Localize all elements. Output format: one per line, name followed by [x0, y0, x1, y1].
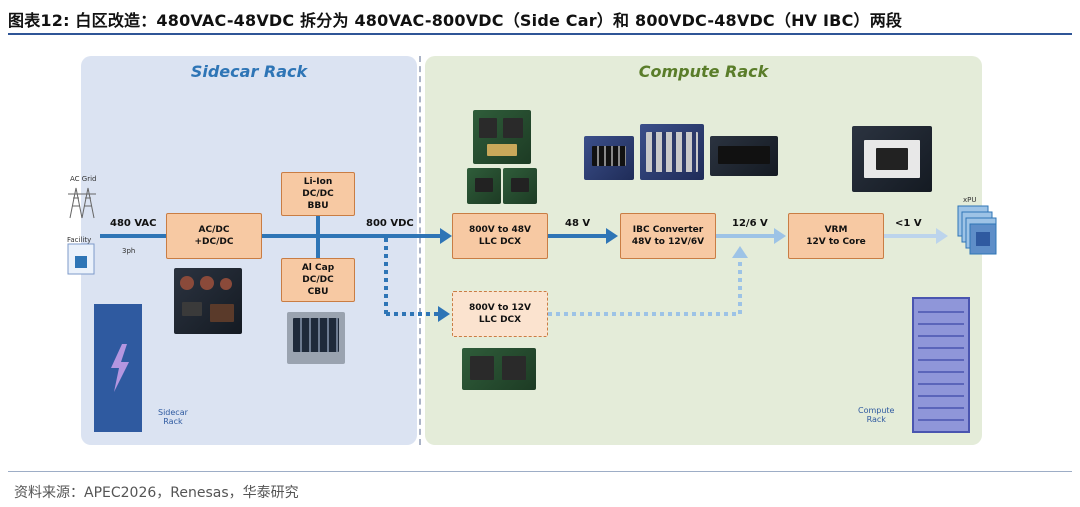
ibc-module-b-image	[640, 124, 704, 180]
dcx-800v-12v-block: 800V to 12V LLC DCX	[452, 291, 548, 337]
capacitor-bank-image	[287, 312, 345, 364]
vrm-board-image	[852, 126, 932, 192]
compute-rack-title: Compute Rack	[638, 62, 769, 81]
dcx-800v-48v-block: 800V to 48V LLC DCX	[452, 213, 548, 259]
arrow-800vdc	[440, 228, 452, 244]
label-800vdc: 800 VDC	[366, 218, 414, 229]
vrm-block: VRM 12V to Core	[788, 213, 884, 259]
transmission-tower-icon	[68, 187, 96, 219]
title-divider	[8, 33, 1072, 35]
label-48v: 48 V	[565, 218, 591, 229]
acdc-converter-block: AC/DC +DC/DC	[166, 213, 262, 259]
sidecar-rack-title: Sidecar Rack	[190, 62, 308, 81]
compute-rack-icon-label: Compute Rack	[858, 406, 895, 424]
rack-divider	[419, 56, 421, 445]
ac-grid-label: AC Grid	[70, 175, 97, 183]
arrow-12-6v	[774, 228, 786, 244]
xpu-stack-icon	[957, 205, 997, 255]
dcx-12v-board-image	[462, 348, 536, 390]
sidecar-rack-icon-label: Sidecar Rack	[158, 408, 188, 426]
footer-divider	[8, 471, 1072, 472]
dcx-48v-board-image	[473, 110, 531, 164]
label-12-6v: 12/6 V	[732, 218, 768, 229]
facility-label: Facility	[67, 236, 92, 244]
figure-title: 图表12: 白区改造：480VAC-48VDC 拆分为 480VAC-800VD…	[8, 11, 903, 30]
lightning-icon	[111, 344, 129, 392]
xpu-label: xPU	[963, 196, 977, 204]
source-note: 资料来源：APEC2026，Renesas，华泰研究	[14, 485, 299, 501]
dcx-48v-module-a-image	[467, 168, 501, 204]
arrow-branch-800v	[438, 306, 450, 322]
label-3ph: 3ph	[122, 247, 136, 255]
dcx-48v-module-b-image	[503, 168, 537, 204]
facility-icon	[67, 243, 95, 275]
label-core-voltage: <1 V	[895, 218, 922, 229]
ibc-converter-block: IBC Converter 48V to 12V/6V	[620, 213, 716, 259]
arrow-48v	[606, 228, 618, 244]
bbu-block: Li-Ion DC/DC BBU	[281, 172, 355, 216]
label-480vac: 480 VAC	[110, 218, 157, 229]
ibc-module-a-image	[584, 136, 634, 180]
ibc-module-c-image	[710, 136, 778, 176]
cbu-block: Al Cap DC/DC CBU	[281, 258, 355, 302]
compute-rack-icon	[912, 297, 970, 433]
arrow-core	[936, 228, 948, 244]
acdc-board-image	[174, 268, 242, 334]
arrow-branch-12v	[732, 246, 748, 258]
